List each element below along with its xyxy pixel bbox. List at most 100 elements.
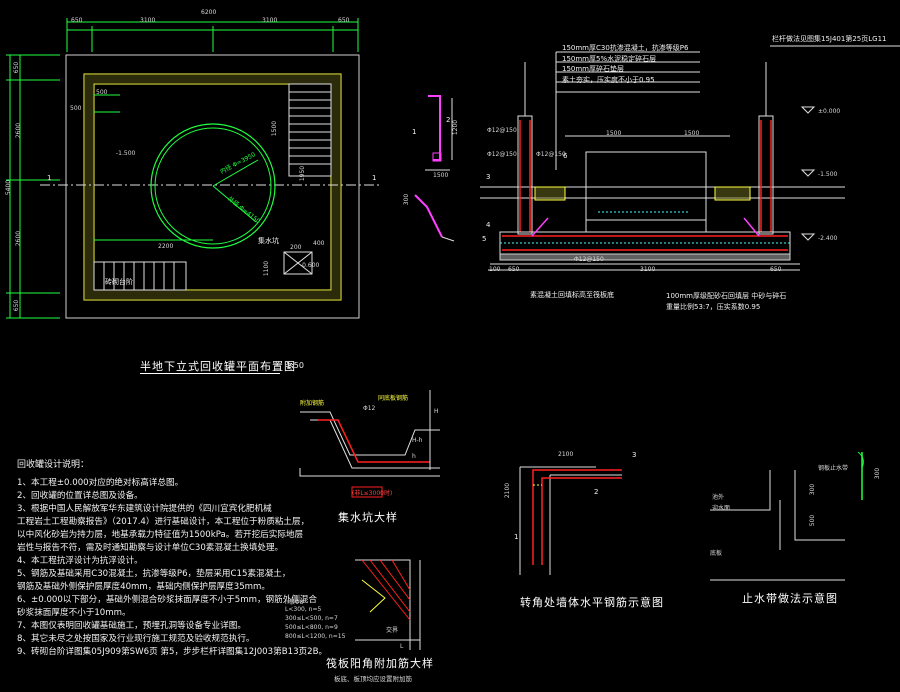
section-dim-6: 100 xyxy=(489,266,501,273)
raft-subtitle: 板底、板顶均应设置附加筋 xyxy=(334,675,412,683)
corner-detail xyxy=(519,466,622,575)
sump-label-right: 同底板钢筋 xyxy=(378,395,409,402)
plan-dim-400: 400 xyxy=(313,240,325,247)
section-mark-2: 2 xyxy=(446,116,451,124)
raft-corner-detail xyxy=(355,559,421,650)
waterstop-label-top: 钢板止水带 xyxy=(818,465,849,472)
raft-dim-2: 300≤L<500, n=7 xyxy=(285,615,338,622)
sump-bottom-note: (非L≤3000时) xyxy=(352,490,393,497)
plan-elevation-2: -0.600 xyxy=(300,262,320,269)
plan-dim-inner-3: 1500 xyxy=(271,120,279,137)
section-dim-1: 1500 xyxy=(606,130,622,137)
section-mark-3: 3 xyxy=(486,173,491,181)
sump-label-top: 附加钢筋 xyxy=(300,400,325,407)
sump-detail xyxy=(299,390,440,498)
plan-title: 半地下立式回收罐平面布置图 xyxy=(140,360,296,373)
section-dim-3: 650 xyxy=(508,266,520,273)
raft-l-label: L xyxy=(400,643,404,650)
note-item: 4、本工程抗浮设计为抗浮设计。 xyxy=(17,556,143,566)
plan-dim-inner-4: 1950 xyxy=(299,165,307,182)
section-bottom-note-1: 素混凝土回填标高至筏板底 xyxy=(530,291,614,299)
plan-sump-label: 集水坑 xyxy=(258,237,279,245)
plan-title-underline xyxy=(140,373,280,374)
section-elev-3: -2.400 xyxy=(818,235,838,242)
section-mark-1: 1 xyxy=(412,128,417,136)
plan-dim-top-left: 3100 xyxy=(140,17,156,24)
corner-mark-1: 1 xyxy=(514,533,519,541)
plan-dim-left-3: 5400 xyxy=(5,179,13,196)
corner-dim-top: 2100 xyxy=(558,451,574,458)
plan-dim-top-right: 3100 xyxy=(262,17,278,24)
notes-heading: 回收罐设计说明： xyxy=(17,460,90,470)
sump-dim-small-h: h xyxy=(412,453,416,460)
note-item: 6、±0.000以下部分，基础外侧混合砂浆抹面厚度不小于5mm，钢筋外侧混合 xyxy=(17,595,318,605)
note-item: 8、其它未尽之处按国家及行业现行施工规范及验收规范执行。 xyxy=(17,634,255,644)
waterstop-label-floor: 底板 xyxy=(710,550,723,557)
section-mark-5: 5 xyxy=(482,235,487,243)
section-bar-2: Φ12@150 xyxy=(487,151,517,158)
section-mark-4: 4 xyxy=(486,221,491,229)
section-bar-3: Φ12@150 xyxy=(536,151,566,158)
sump-bar-note: Φ12 xyxy=(363,405,376,412)
sump-title: 集水坑大样 xyxy=(338,511,398,524)
note-item: 7、本图仅表明回收罐基础施工，预埋孔洞等设备专业详图。 xyxy=(17,621,246,631)
plan-dim-left-2: 2600 xyxy=(15,122,23,139)
raft-c-label: 交界 xyxy=(386,627,399,634)
plan-dim-left-1: 650 xyxy=(13,61,21,74)
corner-title: 转角处墙体水平钢筋示意图 xyxy=(520,596,664,609)
plan-dim-200: 200 xyxy=(290,244,302,251)
plan-dim-2200: 2200 xyxy=(158,243,174,250)
note-item: 1、本工程±0.000对应的绝对标高详总图。 xyxy=(17,478,184,488)
plan-dim-left-4: 2600 xyxy=(15,230,23,247)
note-item: 砂浆抹面厚度不小于10mm。 xyxy=(17,608,131,618)
plan-dim-top-edge-r: 650 xyxy=(338,17,350,24)
raft-dim-4: 800≤L<1200, n=15 xyxy=(285,633,346,640)
waterstop-title: 止水带做法示意图 xyxy=(742,592,838,605)
note-item: 2、回收罐的位置详总图及设备。 xyxy=(17,491,143,501)
plan-section-mark-right: 1 xyxy=(372,174,377,182)
section-dim-5: 650 xyxy=(770,266,782,273)
waterstop-detail xyxy=(710,451,864,581)
plan-dim-inner-1: 500 xyxy=(96,89,108,96)
section-bar-4: Φ12@150 xyxy=(574,256,604,263)
corner-dim-left: 2100 xyxy=(504,482,512,499)
section-mark-6: 6 xyxy=(563,152,568,160)
note-item: 岩性与报告不符，需及时通知勘察与设计单位C30素混凝土换填处理。 xyxy=(17,543,284,553)
corner-mark-3: 3 xyxy=(632,451,637,459)
sump-dim-h: H xyxy=(434,408,439,415)
section-bottom-note-3: 重量比例53:7，压实系数0.95 xyxy=(666,303,761,311)
section-layer-4: 素土夯实，压实度不小于0.95 xyxy=(562,76,655,84)
plan-dim-1100: 1100 xyxy=(263,260,271,277)
raft-n-label: n根Φ8 xyxy=(285,599,304,606)
raft-dim-1: L<300, n=5 xyxy=(285,606,322,613)
section-dim-4: 3100 xyxy=(640,266,656,273)
note-item: 钢筋及基础外侧保护层厚度40mm，基础内侧保护层厚度35mm。 xyxy=(17,582,271,592)
note-item: 5、钢筋及基础采用C30混凝土，抗渗等级P6，垫层采用C15素混凝土， xyxy=(17,569,291,579)
section-layer-1: 150mm厚C30抗渗混凝土，抗渗等级P6 xyxy=(562,44,689,52)
small-detail-dim-3: 300 xyxy=(403,193,411,206)
section-elev-2: -1.500 xyxy=(818,171,838,178)
plan-dim-left-5: 650 xyxy=(13,299,21,312)
note-item: 以中风化砂岩为持力层，地基承载力特征值为1500kPa。若开挖后实际地层 xyxy=(17,530,304,540)
plan-view xyxy=(6,18,380,319)
small-detail-dim-1: 1200 xyxy=(452,119,460,136)
section-bottom-note-2: 100mm厚级配砂石回填层 中砂与碎石 xyxy=(666,292,787,300)
note-item: 工程岩土工程勘察报告》（2017.4）进行基础设计，本工程位于粉质粘土层， xyxy=(17,517,310,527)
plan-dim-top-edge-l: 650 xyxy=(71,17,83,24)
plan-section-mark-left: 1 xyxy=(47,174,52,182)
waterstop-label-wall: 池外 xyxy=(712,494,725,501)
raft-title: 筏板阳角附加筋大样 xyxy=(326,657,434,670)
section-bar-1: Φ12@150 xyxy=(487,127,517,134)
section-view xyxy=(480,45,900,271)
plan-scale: 1:50 xyxy=(286,361,304,370)
section-layer-2: 150mm厚5%水泥稳定碎石层 xyxy=(562,55,657,63)
section-right-note: 栏杆做法见图集15J401第25页LG11 xyxy=(772,35,887,43)
sump-dim-hh: H-h xyxy=(412,437,423,444)
plan-dim-inner-2: 500 xyxy=(70,105,82,112)
note-item: 9、砖砌台阶详图集05J909第SW6页 第5，步步栏杆详图集12J003第B1… xyxy=(17,647,328,657)
small-detail xyxy=(414,95,455,242)
waterstop-label-wall2: 迎水面 xyxy=(712,505,731,512)
plan-dim-top-total: 6200 xyxy=(201,9,217,16)
waterstop-dim-2: 300 xyxy=(809,483,817,496)
